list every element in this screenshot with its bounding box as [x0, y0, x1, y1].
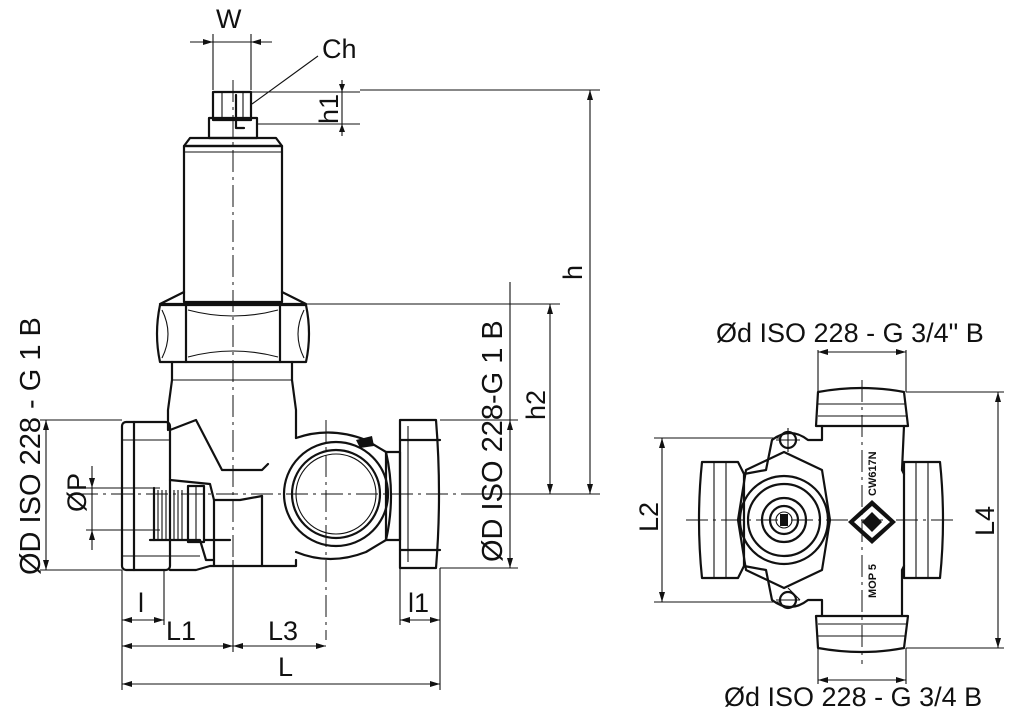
inlet-connector [120, 418, 270, 572]
top-view-dimensions: Ød ISO 228 - G 3/4" B Ød ISO 228 - G 3/4… [634, 318, 1004, 712]
dim-w-label: W [216, 4, 242, 34]
dim-l4-label: L4 [970, 506, 1000, 536]
dim-od-top-label: Ød ISO 228 - G 3/4" B [716, 318, 984, 348]
brand-logo [848, 500, 896, 544]
dim-op-label: ØP [62, 473, 92, 512]
dim-l-total-label: L [278, 652, 293, 682]
valve-neck [166, 360, 298, 440]
body-marking-pressure: MOP 5 [867, 564, 879, 598]
hex-nut [155, 303, 311, 364]
hex-nut-top [736, 450, 832, 590]
dim-h2-label: h2 [521, 390, 551, 420]
top-view: CW617N MOP 5 [686, 380, 958, 664]
dim-od-inlet-label: ØD ISO 228 - G 1 B [15, 317, 47, 575]
dim-l1-small-label: l1 [408, 588, 429, 618]
dim-l1-label: L1 [166, 616, 196, 646]
outlet-port [282, 431, 393, 561]
dim-od-outlet-label: ØD ISO 228-G 1 B [477, 320, 509, 562]
dim-od-bottom-label: Ød ISO 228 - G 3/4 B [724, 682, 982, 712]
dim-h-label: h [558, 265, 588, 280]
body-bottom [168, 558, 298, 572]
body-marking-material: CW617N [867, 451, 879, 496]
side-view [76, 80, 470, 640]
side-view-dimensions: W Ch h1 h h2 ØD ISO 228 - G 1 B ØP [15, 4, 600, 690]
dim-l3-label: L3 [268, 616, 298, 646]
dim-ch-label: Ch [322, 34, 357, 64]
dim-h1-label: h1 [314, 94, 344, 124]
dim-l2-label: L2 [634, 502, 664, 532]
dim-l-label: l [138, 588, 144, 618]
